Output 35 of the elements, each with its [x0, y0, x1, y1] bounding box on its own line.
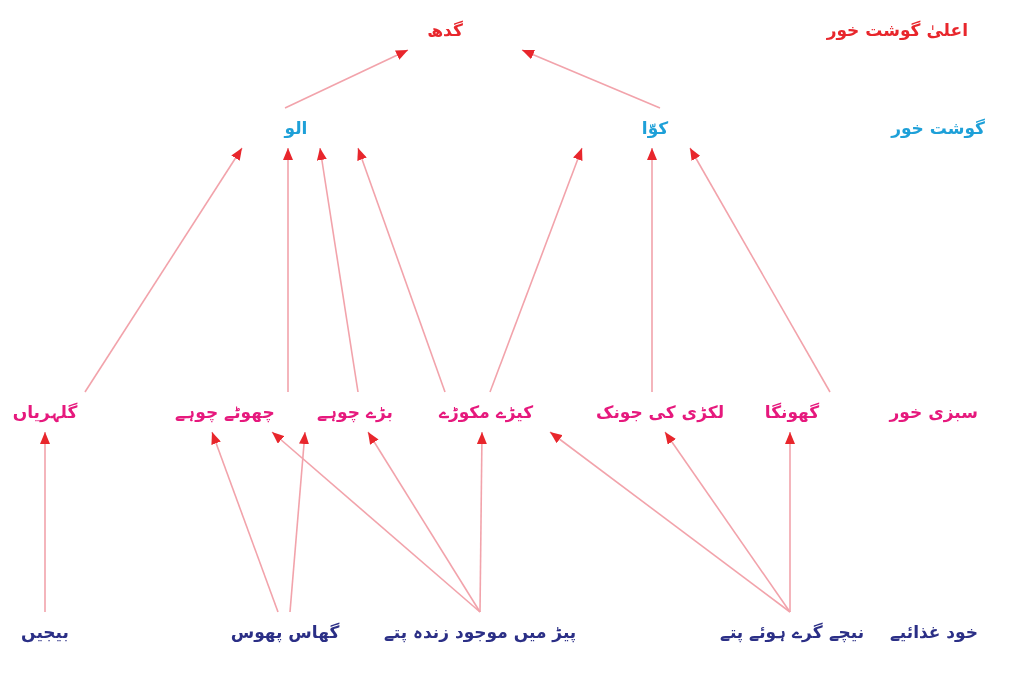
arrow — [689, 147, 831, 393]
arrow — [785, 431, 795, 613]
organism-label: بیجیں — [17, 612, 73, 652]
organism-label: کیڑے مکوڑے — [434, 392, 538, 432]
arrow — [211, 431, 279, 613]
organism-label: لکڑی کی جونک — [591, 392, 729, 432]
organism-label: الو — [280, 108, 312, 148]
arrow — [476, 431, 487, 613]
arrow — [283, 147, 293, 393]
organism-label: بڑے چوہے — [313, 392, 397, 432]
organism-label: گھونگا — [760, 392, 824, 432]
arrow — [521, 49, 661, 109]
organism-label: چھوٹے چوہے — [171, 392, 279, 432]
arrow — [647, 147, 657, 393]
organism-label: نیچے گرے ہوئے پتے — [715, 612, 869, 652]
arrow — [316, 147, 359, 393]
arrow — [664, 431, 791, 613]
arrow — [40, 431, 50, 613]
arrow — [357, 147, 446, 393]
organism-label: گدھ — [423, 10, 467, 50]
arrow — [284, 49, 409, 109]
arrow — [289, 431, 309, 613]
arrow — [367, 431, 481, 613]
organism-label: گلہریاں — [8, 392, 82, 432]
trophic-level-label: اعلیٰ گوشت خور — [826, 20, 968, 40]
trophic-level-label: گوشت خور — [891, 118, 985, 138]
arrow — [549, 431, 791, 613]
arrow — [489, 147, 583, 393]
organism-label: گھاس پھوس — [226, 612, 344, 652]
organism-label: کوّا — [637, 108, 673, 148]
organism-label: پیڑ میں موجود زندہ پتے — [379, 612, 581, 652]
trophic-level-label: خود غذائیے — [889, 622, 978, 642]
arrow — [84, 147, 243, 393]
arrow — [271, 431, 481, 613]
trophic-level-label: سبزی خور — [889, 402, 978, 422]
